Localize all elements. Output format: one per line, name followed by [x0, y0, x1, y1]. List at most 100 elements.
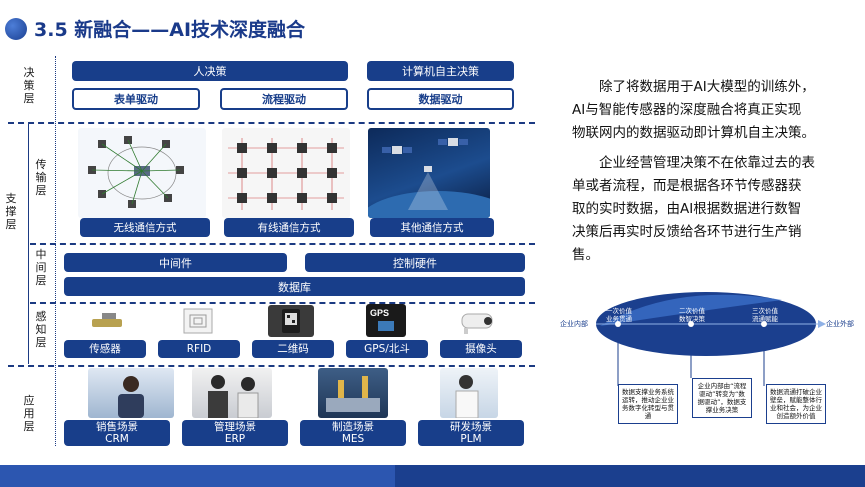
separator-middle	[30, 302, 535, 304]
stage-2-sub: 数智决策	[679, 315, 705, 323]
page-title: 3.5 新融合——AI技术深度融合	[34, 19, 306, 41]
value-left-label: 企业内部	[560, 320, 588, 328]
layer-label-middle: 中间层	[34, 248, 48, 287]
middleware-bar: 中间件	[64, 253, 287, 272]
stage-1-note: 数据支撑业务系统运转，推动企业业务数字化转型与贯通	[618, 384, 678, 424]
sales-scene-label: 销售场景 CRM	[64, 420, 170, 446]
layer-label-transport: 传输层	[34, 158, 48, 197]
stage-2-title: 二次价值	[679, 307, 705, 315]
stage-3-note: 数据流通打破企业壁垒，赋能整体行业和社会，为企业创造额外价值	[766, 384, 826, 424]
sales-scene-image	[88, 368, 174, 418]
value-diagram	[596, 292, 826, 386]
separator-support	[8, 365, 535, 367]
manufacturing-scene-name: 制造场景	[332, 421, 374, 433]
support-bracket	[28, 124, 29, 364]
sales-scene-code: CRM	[105, 433, 129, 445]
sensor-icon	[92, 313, 122, 327]
sensor-label: 传感器	[64, 340, 146, 358]
paragraph-2-line-5: 售。	[572, 247, 599, 263]
wired-network-image	[222, 128, 350, 218]
wireless-comm-label: 无线通信方式	[80, 218, 210, 237]
layer-label-transport-text: 传输层	[35, 158, 47, 197]
paragraph-1-line-1: 除了将数据用于AI大模型的训练外，	[599, 79, 815, 95]
stage-2-marker	[688, 321, 694, 327]
wired-diagram-icon	[228, 138, 344, 210]
camera-text: 摄像头	[465, 343, 497, 355]
management-people-icon	[208, 375, 259, 418]
footer-accent	[0, 465, 395, 487]
gps-text: GPS/北斗	[364, 343, 410, 355]
wireless-comm-text: 无线通信方式	[113, 221, 177, 234]
factory-robot-icon	[326, 376, 380, 412]
rfid-text: RFID	[186, 343, 212, 355]
rfid-image	[180, 305, 216, 337]
qrcode-text: 二维码	[277, 343, 309, 355]
value-right-label: 企业外部	[826, 320, 854, 328]
gps-image: GPS	[366, 304, 406, 337]
wired-comm-text: 有线通信方式	[257, 221, 321, 234]
other-comm-label: 其他通信方式	[370, 218, 494, 237]
data-driven-box: 数据驱动	[367, 88, 514, 110]
satellite-icon	[368, 138, 490, 218]
stage-2-caption: 二次价值 数智决策	[667, 307, 717, 323]
stage-3-caption: 三次价值 流通赋能	[740, 307, 790, 323]
qrcode-image	[268, 305, 314, 337]
form-driven-box: 表单驱动	[72, 88, 200, 110]
human-decision-bar: 人决策	[72, 61, 348, 81]
stage-1-marker	[615, 321, 621, 327]
process-driven-box: 流程驱动	[220, 88, 348, 110]
paragraph-2-line-2: 单或者流程，而是根据各环节传感器获	[572, 178, 802, 194]
researcher-icon	[455, 375, 479, 418]
layer-label-support-text: 支撑层	[5, 192, 17, 231]
layer-label-application: 应用层	[22, 394, 36, 433]
value-axis-arrow	[818, 320, 826, 328]
gps-icon: GPS	[370, 308, 394, 331]
stage-1-caption: 一次价值 业务贯通	[594, 307, 644, 323]
manufacturing-scene-image	[318, 368, 388, 418]
computer-decision-bar: 计算机自主决策	[367, 61, 514, 81]
stage-1-title: 一次价值	[606, 307, 632, 315]
paragraph-2-line-1: 企业经营管理决策不在依靠过去的表	[599, 155, 815, 171]
other-comm-text: 其他通信方式	[400, 221, 464, 234]
wireless-network-image	[78, 128, 206, 218]
layer-divider	[55, 56, 56, 446]
rnd-scene-image	[440, 368, 498, 418]
rnd-scene-code: PLM	[460, 433, 482, 445]
paragraph-1-line-2: AI与智能传感器的深度融合将真正实现	[572, 102, 802, 118]
value-ellipse-highlight	[600, 294, 782, 326]
management-scene-name: 管理场景	[214, 421, 256, 433]
paragraph-2-line-4: 决策后再实时反馈给各环节进行生产销	[572, 224, 802, 240]
stage-3-sub: 流通赋能	[752, 315, 778, 323]
stage-1-sub: 业务贯通	[606, 315, 632, 323]
control-hardware-bar: 控制硬件	[305, 253, 525, 272]
layer-label-perception-text: 感知层	[35, 310, 47, 349]
gps-label: GPS/北斗	[346, 340, 428, 358]
management-scene-label: 管理场景 ERP	[182, 420, 288, 446]
separator-decision	[8, 122, 535, 124]
separator-transport	[30, 243, 535, 245]
manufacturing-scene-label: 制造场景 MES	[300, 420, 406, 446]
camera-icon	[461, 313, 493, 334]
footer-source: 资料来源：红杉资本《state of AI report 2022》；前瞻产业研…	[532, 8, 851, 19]
management-scene-code: ERP	[224, 433, 246, 445]
layer-label-middle-text: 中间层	[35, 248, 47, 287]
paragraph-2-line-3: 取的实时数据，由AI根据数据进行数智	[572, 201, 802, 217]
wireless-diagram-icon	[88, 136, 184, 208]
layer-label-support: 支撑层	[4, 192, 18, 231]
paragraph-1-line-3: 物联网内的数据驱动即计算机自主决策。	[572, 125, 815, 141]
stage-3-marker	[761, 321, 767, 327]
paragraph-2: 企业经营管理决策不在依靠过去的表 单或者流程，而是根据各环节传感器获 取的实时数…	[572, 152, 815, 267]
paragraph-1: 除了将数据用于AI大模型的训练外， AI与智能传感器的深度融合将真正实现 物联网…	[572, 76, 815, 145]
layer-label-perception: 感知层	[34, 310, 48, 349]
sensor-image	[88, 305, 126, 337]
stage-3-title: 三次价值	[752, 307, 778, 315]
rnd-scene-name: 研发场景	[450, 421, 492, 433]
layer-label-decision: 决策层	[22, 66, 36, 105]
title-bullet	[5, 18, 27, 40]
rnd-scene-label: 研发场景 PLM	[418, 420, 524, 446]
wired-comm-label: 有线通信方式	[224, 218, 354, 237]
qrcode-label: 二维码	[252, 340, 334, 358]
camera-label: 摄像头	[440, 340, 522, 358]
manufacturing-scene-code: MES	[341, 433, 365, 445]
database-bar: 数据库	[64, 277, 525, 296]
